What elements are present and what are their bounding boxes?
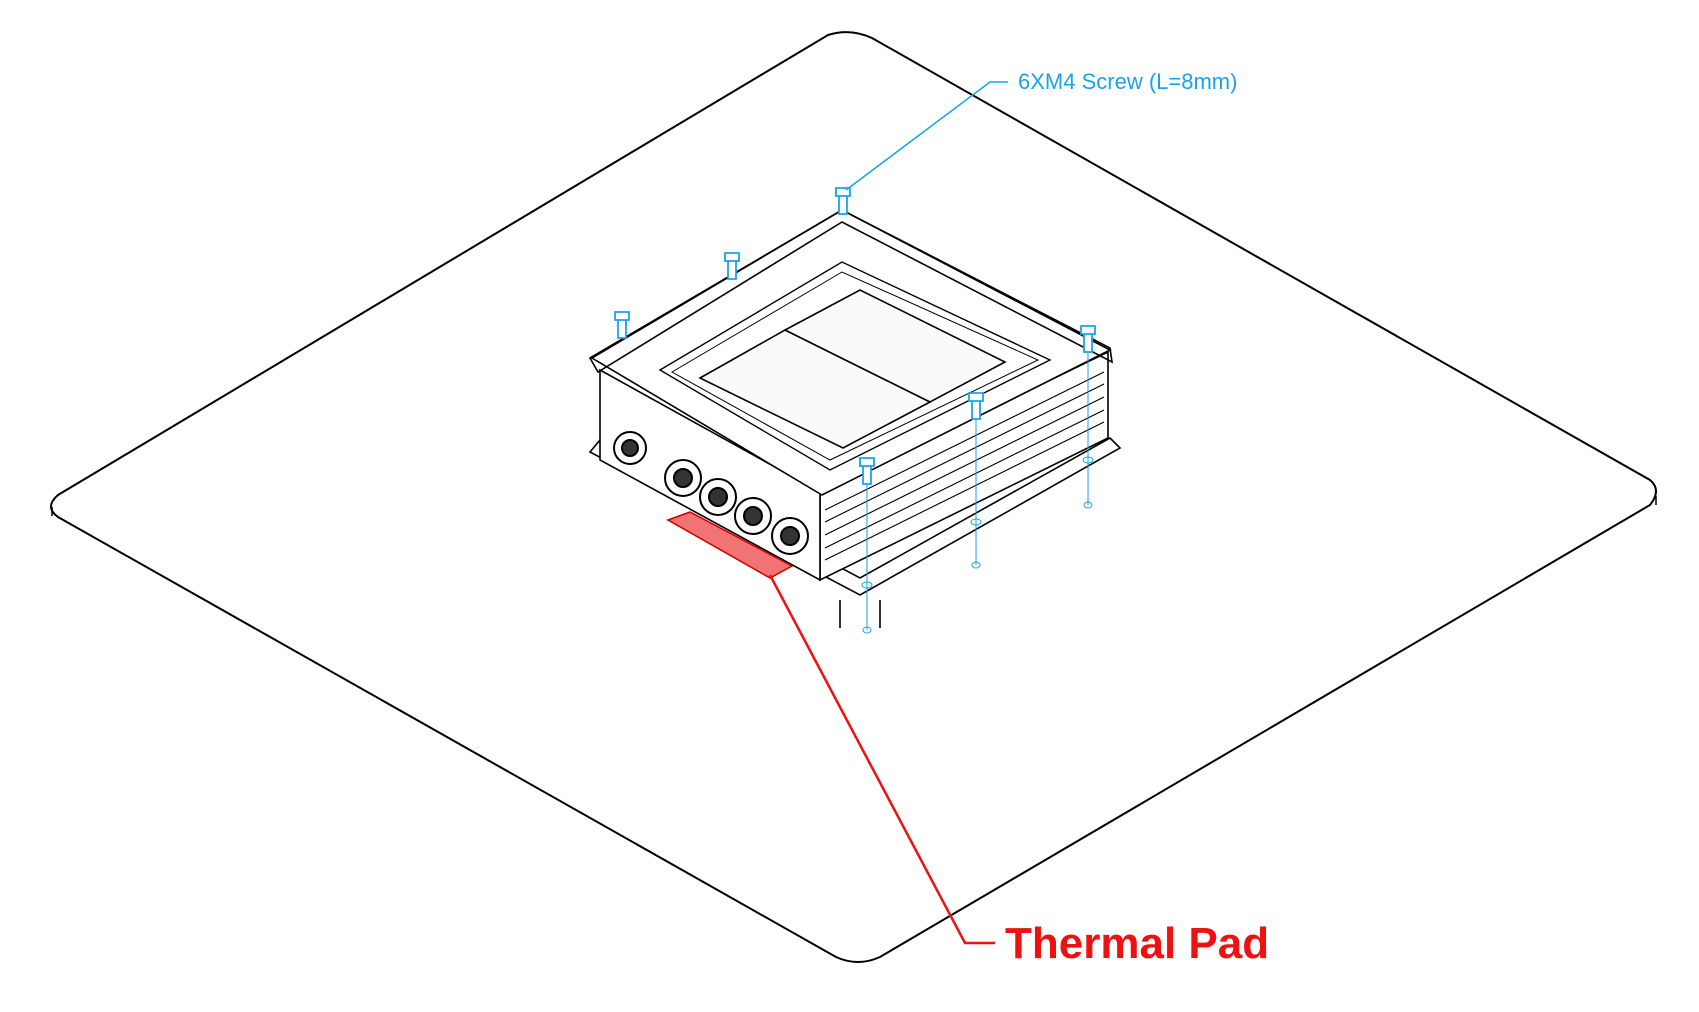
circular-connector-icon xyxy=(664,459,702,497)
mounting-plate-edge xyxy=(51,496,1657,516)
screw-icon xyxy=(859,457,875,485)
screw-icon xyxy=(835,187,851,215)
screw-callout-leader xyxy=(845,81,1008,191)
circular-connector-icon xyxy=(613,431,647,465)
heatsink-plate-right xyxy=(783,289,1007,403)
thermal-pad xyxy=(666,511,794,579)
screw-icon xyxy=(1080,325,1096,353)
screw-icon xyxy=(968,392,984,420)
circular-connector-icon xyxy=(734,497,772,535)
screw-icon xyxy=(614,311,630,339)
circular-connector-icon xyxy=(699,478,737,516)
screw-centerlines xyxy=(861,352,1094,634)
screw-callout-label: 6XM4 Screw (L=8mm) xyxy=(1018,69,1237,94)
screw-icon xyxy=(724,252,740,280)
circular-connector-icon xyxy=(771,517,809,555)
thermal-pad-callout-label: Thermal Pad xyxy=(1005,919,1269,968)
thermal-pad-callout-leader xyxy=(768,574,995,945)
top-frame xyxy=(658,261,1052,471)
front-connectors xyxy=(613,431,809,555)
screws xyxy=(614,187,1096,485)
